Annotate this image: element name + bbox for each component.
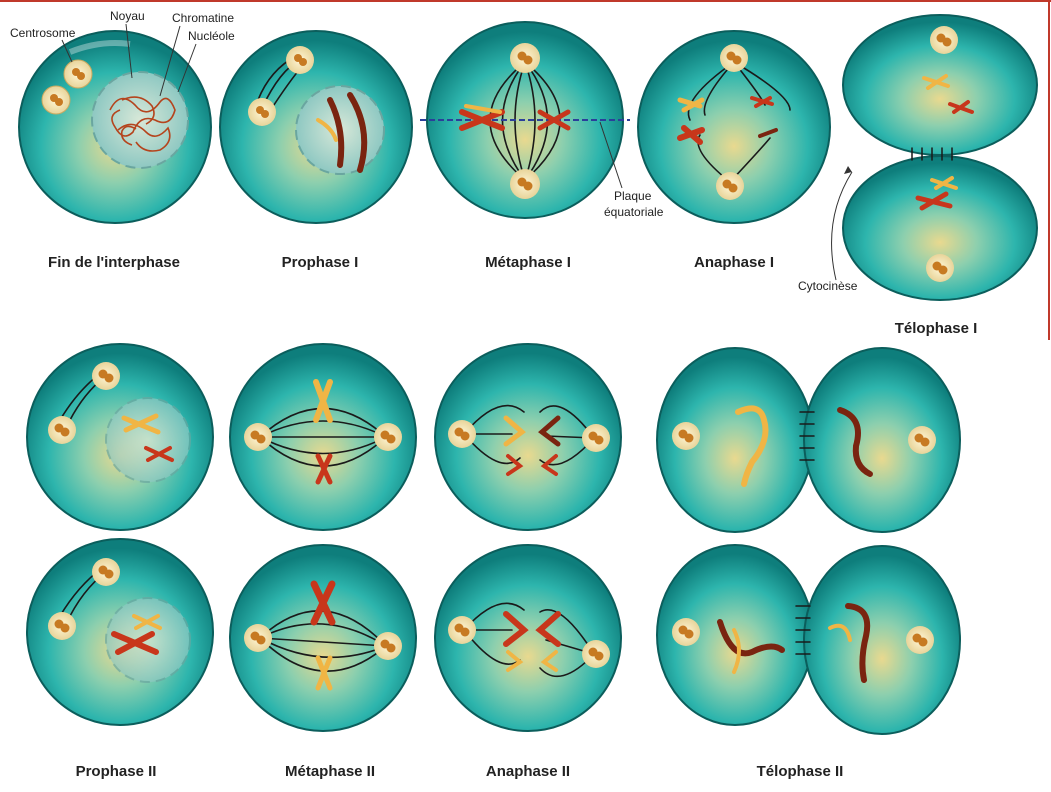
stage-label-telophase-2: Télophase II bbox=[757, 763, 844, 780]
label-noyau: Noyau bbox=[110, 9, 145, 23]
stage-label-prophase-1: Prophase I bbox=[282, 254, 359, 271]
cell-metaphase-2-a bbox=[230, 344, 416, 530]
cell-anaphase-1 bbox=[638, 31, 830, 223]
stage-label-metaphase-1: Métaphase I bbox=[485, 254, 571, 271]
cell-telophase-1 bbox=[843, 15, 1037, 300]
stage-label-fin-interphase: Fin de l'interphase bbox=[48, 254, 180, 271]
label-nucleole: Nucléole bbox=[188, 29, 235, 43]
cell-prophase-2-b bbox=[27, 539, 213, 725]
cell-anaphase-2-b bbox=[435, 545, 621, 731]
label-chromatine: Chromatine bbox=[172, 11, 234, 25]
cell-metaphase-2-b bbox=[230, 545, 416, 731]
stage-label-telophase-1: Télophase I bbox=[895, 320, 978, 337]
cell-telophase-2-a bbox=[657, 348, 960, 532]
label-equatoriale: équatoriale bbox=[604, 205, 664, 219]
stage-label-metaphase-2: Métaphase II bbox=[285, 763, 375, 780]
arrow-cytocinese bbox=[844, 166, 852, 174]
cell-metaphase-1 bbox=[420, 22, 630, 218]
label-cytocinese: Cytocinèse bbox=[798, 279, 858, 293]
stage-label-prophase-2: Prophase II bbox=[76, 763, 157, 780]
nucleus bbox=[92, 72, 188, 168]
label-centrosome: Centrosome bbox=[10, 26, 76, 40]
stage-label-anaphase-2: Anaphase II bbox=[486, 763, 570, 780]
cell-prophase-2-a bbox=[27, 344, 213, 530]
cell-telophase-2-b bbox=[657, 545, 960, 734]
label-plaque: Plaque bbox=[614, 189, 652, 203]
cell-fin-interphase bbox=[19, 31, 211, 223]
cell-anaphase-2-a bbox=[435, 344, 621, 530]
cell-prophase-1 bbox=[220, 31, 412, 223]
stage-label-anaphase-1: Anaphase I bbox=[694, 254, 774, 271]
